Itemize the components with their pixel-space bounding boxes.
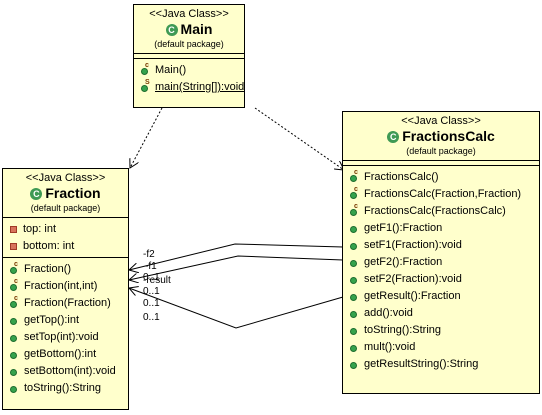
class-header: <<Java Class>> C Main (default package) [134,5,244,54]
multiplicity-label: 0..1 [143,312,160,323]
field-row[interactable]: bottom: int [3,238,128,255]
constructor-icon: c [9,295,21,310]
method-row[interactable]: setBottom(int):void [3,363,128,380]
multiplicity-label: 0..1 [143,298,160,309]
method-icon [349,308,361,320]
method-icon [9,349,21,361]
class-icon: C [165,23,178,36]
dependency-main-to-fraction [130,107,163,168]
fields-section: top: int bottom: int [3,218,128,258]
field-row[interactable]: top: int [3,221,128,238]
method-icon [349,342,361,354]
role-label-result: -result [143,275,171,286]
package-label: (default package) [406,146,476,156]
class-box-main[interactable]: <<Java Class>> C Main (default package) … [133,4,245,108]
class-box-fraction[interactable]: <<Java Class>> C Fraction (default packa… [2,168,129,410]
method-icon [349,240,361,252]
class-name: Fraction [45,185,101,201]
stereotype-label: <<Java Class>> [149,8,229,20]
constructor-icon: c [349,169,361,184]
method-icon [349,359,361,371]
method-icon [9,315,21,327]
multiplicity-label: 0..1 [143,286,160,297]
constructor-icon: c [9,278,21,293]
method-row[interactable]: getResult():Fraction [343,288,539,305]
method-icon [9,366,21,378]
method-row[interactable]: getTop():int [3,312,128,329]
method-icon [349,257,361,269]
constructor-icon: c [9,261,21,276]
method-row[interactable]: toString():String [343,322,539,339]
method-row[interactable]: getF1():Fraction [343,220,539,237]
method-icon [349,274,361,286]
association-result [129,288,344,329]
private-field-icon [10,243,17,250]
class-name: FractionsCalc [402,128,495,144]
method-icon [349,291,361,303]
method-row[interactable]: setTop(int):void [3,329,128,346]
package-label: (default package) [154,39,224,49]
dependency-main-to-fractionscalc [254,107,344,170]
multiplicity-label: 0..1 [143,272,160,283]
method-icon [349,325,361,337]
method-row[interactable]: getF2():Fraction [343,254,539,271]
package-label: (default package) [30,203,101,213]
constructor-icon: c [349,186,361,201]
fields-section [134,54,244,59]
method-icon [9,332,21,344]
method-row[interactable]: mult():void [343,339,539,356]
stereotype-label: <<Java Class>> [25,172,106,184]
method-row[interactable]: setF2(Fraction):void [343,271,539,288]
method-row[interactable]: add():void [343,305,539,322]
method-row[interactable]: getBottom():int [3,346,128,363]
method-row[interactable]: getResultString():String [343,356,539,373]
private-field-icon [10,226,17,233]
static-method-icon: S [140,79,152,94]
association-f2 [129,243,344,270]
method-row[interactable]: setF1(Fraction):void [343,237,539,254]
role-label-f1: -f1 [145,261,157,272]
fields-section [343,161,539,166]
method-icon [349,223,361,235]
constructor-icon: c [349,203,361,218]
class-icon: C [30,187,43,200]
stereotype-label: <<Java Class>> [401,115,481,127]
class-name: Main [180,21,213,37]
class-header: <<Java Class>> C FractionsCalc (default … [343,112,539,161]
method-row[interactable]: toString():String [3,380,128,397]
method-icon [9,383,21,395]
class-box-fractionscalc[interactable]: <<Java Class>> C FractionsCalc (default … [342,111,540,394]
class-header: <<Java Class>> C Fraction (default packa… [3,169,128,218]
constructor-icon: c [140,62,152,77]
class-icon: C [387,130,400,143]
association-f1 [129,255,344,280]
role-label-f2: -f2 [143,249,155,260]
